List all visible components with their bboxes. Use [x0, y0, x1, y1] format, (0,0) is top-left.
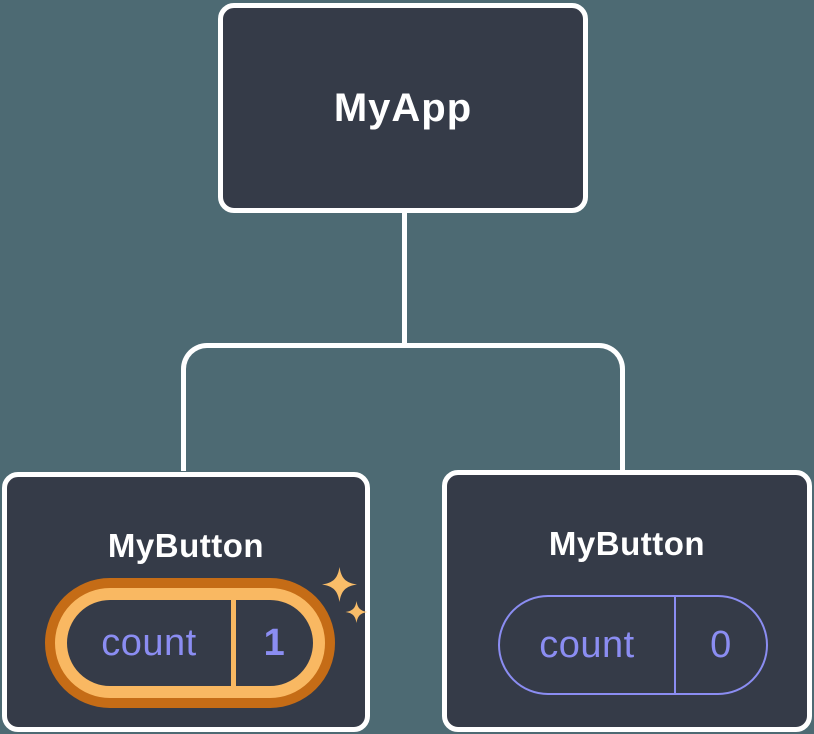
connector-stem — [402, 210, 407, 346]
connector-bracket — [181, 343, 625, 471]
component-node-myapp: MyApp — [218, 3, 588, 213]
component-node-mybutton-right: MyButton count 0 — [442, 470, 812, 732]
pill-divider — [674, 597, 676, 693]
state-pill: count 0 — [498, 595, 768, 695]
state-value: 1 — [263, 621, 286, 664]
sparkles-icon — [322, 567, 368, 623]
node-label: MyApp — [333, 85, 473, 130]
pill-divider — [231, 600, 236, 686]
component-node-mybutton-left: MyButton count 1 — [2, 472, 370, 732]
state-value: 0 — [710, 623, 732, 666]
node-label: MyButton — [548, 525, 706, 562]
node-label: MyButton — [107, 527, 265, 564]
state-pill-highlighted: count 1 — [55, 588, 325, 698]
state-key-label: count — [539, 623, 635, 666]
state-key-label: count — [101, 621, 197, 664]
